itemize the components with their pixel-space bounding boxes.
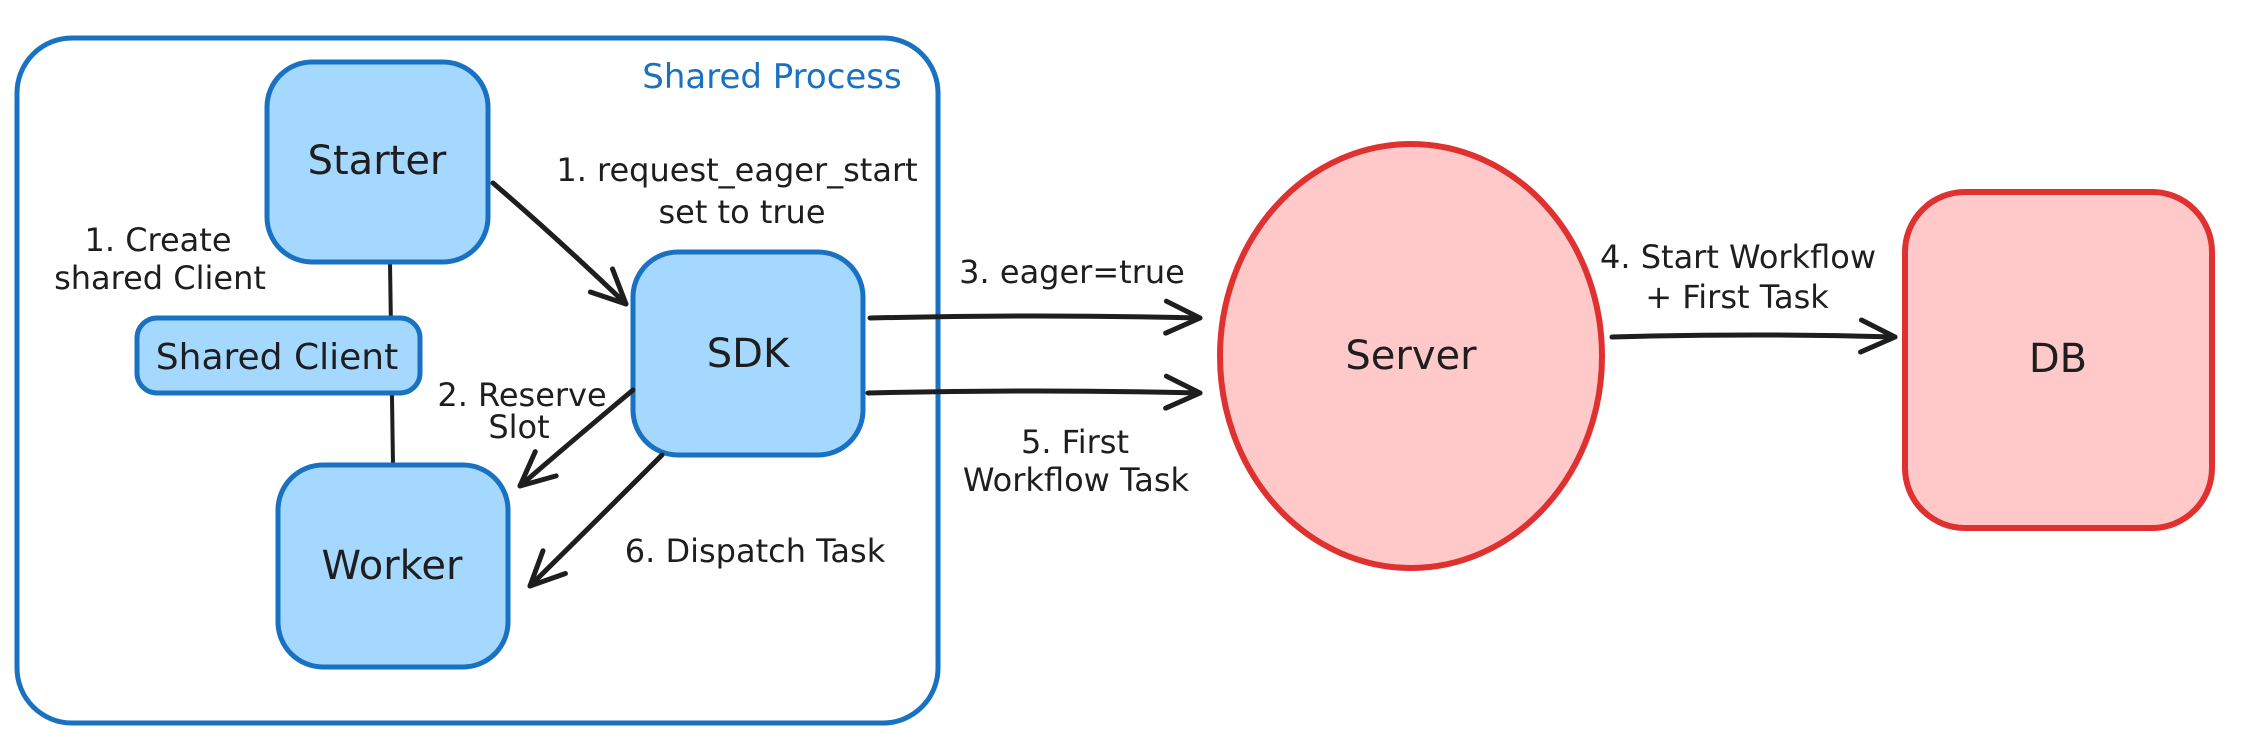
starter-node-label: Starter	[308, 138, 447, 184]
first-workflow-task-label-line1: 5. First	[1021, 423, 1129, 461]
db-node	[1902, 189, 2215, 531]
server-node	[1217, 141, 1605, 571]
server-to-db-arrow	[1609, 317, 1898, 355]
shared-client-node	[134, 315, 423, 396]
shared-client-node-label: Shared Client	[156, 337, 398, 378]
request-eager-start-label-line2: set to true	[658, 193, 825, 231]
shared-process-frame	[14, 35, 941, 726]
worker-node-label: Worker	[322, 543, 463, 589]
db-node-label: DB	[2029, 336, 2087, 382]
shared-process-title: Shared Process	[642, 57, 901, 97]
reserve-slot-label-line2: Slot	[488, 408, 549, 446]
create-shared-client-label-line1: 1. Create	[84, 221, 231, 259]
reserve-slot-label-line1: 2. Reserve	[437, 376, 606, 414]
start-workflow-label-line2: + First Task	[1645, 278, 1829, 316]
sdk-to-server-eager-arrow	[867, 298, 1203, 336]
dispatch-task-label: 6. Dispatch Task	[625, 532, 886, 570]
eager-true-label: 3. eager=true	[959, 253, 1185, 291]
start-workflow-label-line1: 4. Start Workflow	[1600, 238, 1876, 276]
worker-node	[275, 462, 511, 670]
request-eager-start-label-line1: 1. request_eager_start	[556, 151, 917, 189]
sdk-to-worker-dispatch-arrow	[527, 452, 665, 589]
sdk-node	[630, 249, 866, 458]
sdk-to-worker-reserve-arrow	[517, 387, 636, 489]
starter-to-sdk-arrow	[490, 180, 629, 307]
server-node-label: Server	[1345, 333, 1477, 379]
sdk-node-label: SDK	[707, 331, 791, 377]
first-workflow-task-label-line2: Workflow Task	[963, 461, 1190, 499]
create-shared-client-label-line2: shared Client	[54, 259, 266, 297]
sdk-to-server-first-task-arrow	[865, 373, 1203, 411]
starter-node	[264, 59, 491, 265]
